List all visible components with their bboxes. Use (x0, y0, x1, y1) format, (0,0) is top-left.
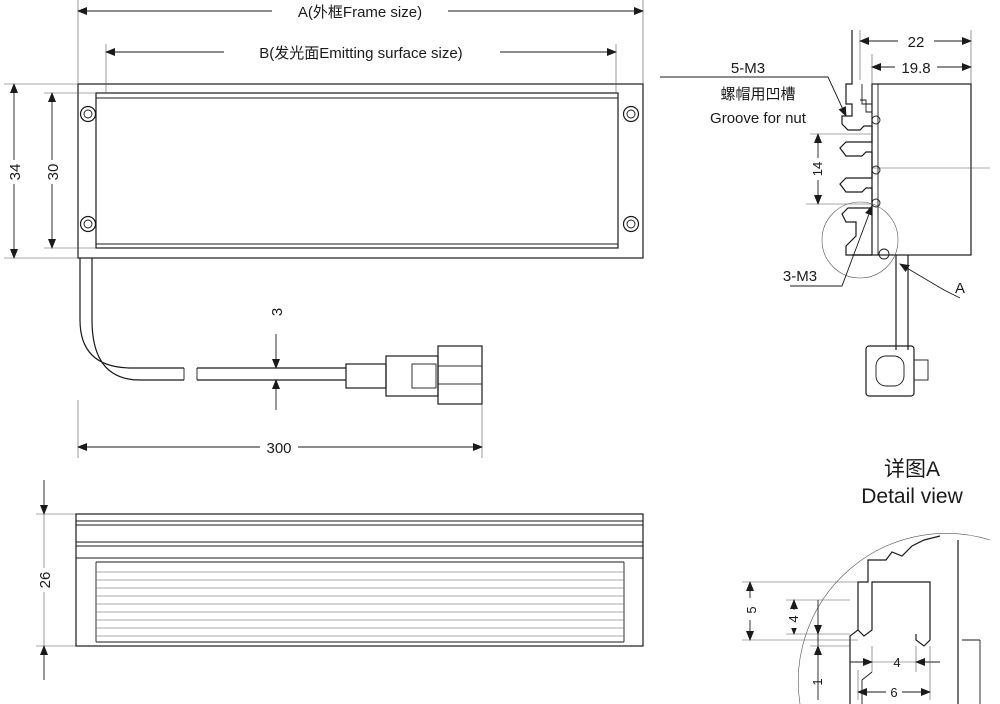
dim-30: 30 (45, 164, 62, 181)
emitting-surface (95, 92, 619, 249)
screw-hole-top-right (622, 105, 640, 123)
outer-frame (77, 83, 644, 259)
dim-19-8: 19.8 (901, 60, 930, 77)
end-view: 22 19.8 14 5-M3 螺帽用凹槽 Groove for nut 3-M… (660, 30, 990, 397)
callout-3m3: 3-M3 (783, 268, 817, 285)
side-view: 26 (36, 480, 644, 680)
detail-ref-label: A (955, 280, 965, 297)
dim-14: 14 (810, 162, 825, 176)
front-view: A(外框Frame size) B(发光面Emitting surface si… (4, 0, 644, 259)
dim-cable-3: 3 (269, 308, 286, 316)
callout-groove-cn: 螺帽用凹槽 (720, 86, 795, 103)
dim-detail-5: 5 (744, 606, 759, 613)
emitting-size-label: B(发光面Emitting surface size) (259, 45, 462, 62)
detail-view: 详图A Detail view 5 4 1 4 (742, 458, 991, 704)
detail-circle-marker (821, 201, 899, 279)
dim-detail-4-horizontal: 4 (893, 655, 900, 670)
detail-title-cn: 详图A (884, 458, 940, 481)
callout-5m3: 5-M3 (731, 60, 765, 77)
dim-detail-6: 6 (890, 685, 897, 700)
screw-hole-bottom-right (622, 215, 640, 233)
dim-300: 300 (266, 440, 291, 457)
screw-hole-bottom-left (79, 215, 97, 233)
cable-assembly: 3 300 (77, 258, 483, 458)
frame-size-label: A(外框Frame size) (298, 4, 422, 21)
connector (345, 345, 483, 405)
dim-34: 34 (7, 164, 24, 181)
dim-22: 22 (908, 34, 925, 51)
screw-hole-top-left (79, 105, 97, 123)
detail-title-en: Detail view (861, 485, 963, 508)
dim-detail-4-vertical: 4 (786, 615, 801, 622)
dim-detail-1: 1 (810, 678, 825, 685)
callout-groove-en: Groove for nut (710, 110, 807, 127)
dim-26: 26 (37, 572, 54, 589)
